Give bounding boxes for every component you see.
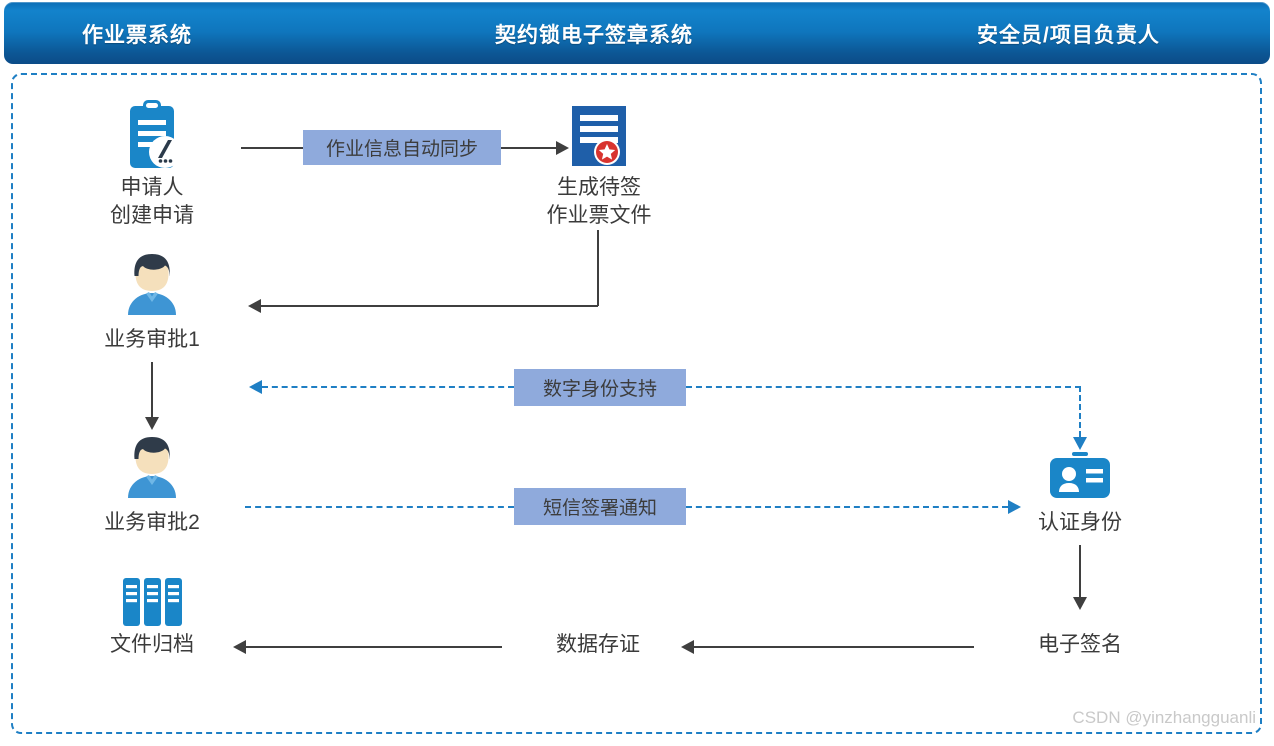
watermark: CSDN @yinzhangguanli	[1072, 708, 1256, 727]
connector-applicant-to-sync	[241, 147, 303, 149]
arrowhead-approval1-to-approval2	[145, 417, 159, 430]
node-label-auth-id: 认证身份	[1038, 511, 1122, 534]
person-icon	[119, 434, 185, 505]
arrowhead-auth-to-esign	[1073, 597, 1087, 610]
file-archive-icon	[122, 578, 184, 633]
connector-identity-right	[686, 386, 1081, 388]
diagram-frame	[11, 73, 1262, 734]
connector-doc-to-approval1	[261, 305, 598, 307]
arrowhead-identity-to-approval1	[249, 380, 262, 394]
node-label-pending-doc-line1: 生成待签	[557, 176, 641, 199]
id-badge-icon	[1048, 452, 1112, 505]
connector-identity-down	[1079, 386, 1081, 437]
node-label-pending-doc: 生成待签 作业票文件	[509, 174, 689, 230]
connector-evidence-to-archive	[246, 646, 502, 648]
connector-auth-to-esign	[1079, 545, 1081, 597]
tag-auto-sync: 作业信息自动同步	[303, 130, 501, 165]
node-label-applicant-line1: 申请人	[120, 176, 184, 199]
node-label-archive: 文件归档	[110, 633, 194, 656]
node-label-pending-doc-line2: 作业票文件	[546, 204, 652, 227]
node-label-e-sign: 电子签名	[1038, 633, 1122, 656]
connector-approval1-to-approval2	[151, 362, 153, 417]
node-label-applicant-line2: 创建申请	[110, 204, 194, 227]
header-bar: 作业票系统 契约锁电子签章系统 安全员/项目负责人	[4, 2, 1270, 64]
tag-sms-notification: 短信签署通知	[514, 488, 686, 525]
arrowhead-sync-to-doc	[556, 141, 569, 155]
signed-document-icon	[570, 104, 628, 173]
connector-identity-left	[262, 386, 514, 388]
arrowhead-evidence-to-archive	[233, 640, 246, 654]
node-label-applicant: 申请人 创建申请	[62, 174, 242, 230]
clipboard-pen-icon	[119, 100, 185, 177]
lane-title-qiyuesuo-esign-system: 契约锁电子签章系统	[495, 24, 693, 47]
connector-sms-left	[245, 506, 514, 508]
person-icon	[119, 251, 185, 322]
node-label-approval-1: 业务审批1	[104, 328, 200, 351]
connector-doc-down	[597, 230, 599, 306]
node-label-data-evidence: 数据存证	[556, 633, 640, 656]
node-label-approval-2: 业务审批2	[104, 511, 200, 534]
connector-sync-to-doc	[501, 147, 556, 149]
lane-title-operation-ticket-system: 作业票系统	[82, 24, 192, 47]
arrowhead-identity-to-auth	[1073, 437, 1087, 450]
connector-esign-to-evidence	[694, 646, 974, 648]
arrowhead-doc-to-approval1	[248, 299, 261, 313]
tag-digital-identity: 数字身份支持	[514, 369, 686, 406]
arrowhead-esign-to-evidence	[681, 640, 694, 654]
lane-title-safety-officer: 安全员/项目负责人	[977, 24, 1160, 47]
arrowhead-sms-to-auth	[1008, 500, 1021, 514]
connector-sms-right	[686, 506, 1008, 508]
